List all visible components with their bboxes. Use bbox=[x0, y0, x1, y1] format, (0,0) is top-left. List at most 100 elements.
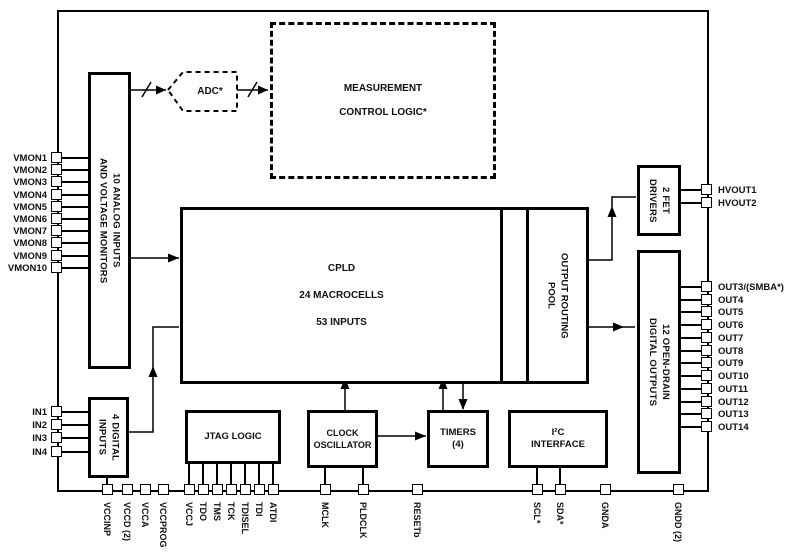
open-drain-outputs-label: 12 OPEN-DRAIN DIGITAL OUTPUTS bbox=[647, 317, 671, 407]
pin-label-vmon6: VMON6 bbox=[13, 214, 47, 225]
wire bbox=[675, 337, 701, 339]
pin-label-pldclk: PLDCLK bbox=[358, 502, 368, 539]
wire bbox=[675, 413, 701, 415]
pin-label-atdi: ATDI bbox=[268, 502, 278, 523]
wire bbox=[62, 437, 88, 439]
pin-label-in3: IN3 bbox=[32, 433, 47, 444]
pin-label-tms: TMS bbox=[212, 502, 222, 521]
output-routing-pool-label: OUTPUT ROUTING POOL bbox=[545, 252, 570, 339]
pin-label-in4: IN4 bbox=[32, 447, 47, 458]
pin-label-vccd: VCCD (2) bbox=[122, 502, 132, 542]
pin-label-out10: OUT10 bbox=[718, 371, 749, 382]
fet-drivers-label: 2 FET DRIVERS bbox=[647, 178, 671, 223]
cpld-orp-divider bbox=[500, 210, 503, 381]
wire bbox=[675, 401, 701, 403]
timers-label: TIMERS (4) bbox=[440, 427, 476, 450]
i2c-interface-label: I²C INTERFACE bbox=[531, 427, 585, 450]
pin-scl bbox=[532, 484, 543, 495]
wire bbox=[62, 451, 88, 453]
pin-label-out4: OUT4 bbox=[718, 295, 744, 306]
output-routing-pool-block: OUTPUT ROUTING POOL bbox=[529, 210, 586, 381]
pin-tms bbox=[212, 484, 223, 495]
cpld-label-line2: 24 MACROCELLS bbox=[299, 290, 384, 301]
bus-slash-1 bbox=[141, 81, 152, 98]
arrowhead bbox=[156, 85, 166, 95]
wire-orp-to-fet bbox=[583, 196, 636, 261]
pin-in2 bbox=[51, 419, 62, 430]
wire bbox=[536, 462, 538, 484]
pin-out9 bbox=[701, 357, 712, 368]
pin-pldclk bbox=[358, 484, 369, 495]
pin-label-vmon7: VMON7 bbox=[13, 226, 47, 237]
pin-in3 bbox=[51, 432, 62, 443]
pin-vmon3 bbox=[51, 176, 62, 187]
pin-label-out11: OUT11 bbox=[718, 384, 749, 395]
wire bbox=[675, 426, 701, 428]
timers-block: TIMERS (4) bbox=[427, 410, 489, 468]
wire bbox=[62, 181, 88, 183]
pin-hvout2 bbox=[701, 197, 712, 208]
pin-label-in1: IN1 bbox=[32, 407, 47, 418]
pin-vcca bbox=[140, 484, 151, 495]
pin-out13 bbox=[701, 408, 712, 419]
arrowhead bbox=[607, 206, 617, 217]
pin-label-resetb: RESETb bbox=[412, 502, 422, 538]
pin-label-hvout2: HVOUT2 bbox=[718, 198, 757, 209]
pin-label-out6: OUT6 bbox=[718, 320, 744, 331]
pin-label-out7: OUT7 bbox=[718, 333, 744, 344]
pin-out5 bbox=[701, 306, 712, 317]
pin-vccinp bbox=[102, 484, 113, 495]
pin-vmon1 bbox=[51, 152, 62, 163]
pin-label-out12: OUT12 bbox=[718, 397, 749, 408]
pin-in1 bbox=[51, 406, 62, 417]
digital-inputs-label: 4 DIGITAL INPUTS bbox=[96, 413, 121, 461]
digital-inputs-block: 4 DIGITAL INPUTS bbox=[88, 397, 129, 478]
pin-label-out13: OUT13 bbox=[718, 409, 749, 420]
wire bbox=[106, 472, 108, 484]
wire bbox=[62, 424, 88, 426]
wire bbox=[62, 267, 88, 269]
wire bbox=[202, 458, 204, 484]
wire bbox=[62, 230, 88, 232]
pin-out8 bbox=[701, 345, 712, 356]
pin-label-out8: OUT8 bbox=[718, 346, 744, 357]
arrowhead bbox=[415, 431, 426, 441]
pin-hvout1 bbox=[701, 184, 712, 195]
wire bbox=[675, 202, 701, 204]
pin-label-vmon8: VMON8 bbox=[13, 238, 47, 249]
pin-in4 bbox=[51, 446, 62, 457]
jtag-logic-block: JTAG LOGIC bbox=[185, 410, 281, 464]
pin-vccd bbox=[122, 484, 133, 495]
pin-gnda bbox=[600, 484, 611, 495]
pin-label-vmon1: VMON1 bbox=[13, 153, 47, 164]
pin-label-tdo: TDO bbox=[198, 502, 208, 521]
pin-sda bbox=[555, 484, 566, 495]
pin-out4 bbox=[701, 294, 712, 305]
adc-label: ADC* bbox=[197, 86, 223, 97]
wire bbox=[675, 324, 701, 326]
arrowhead bbox=[613, 322, 624, 332]
wire bbox=[272, 458, 274, 484]
pin-label-tdi: TDI bbox=[254, 502, 264, 517]
pin-label-out9: OUT9 bbox=[718, 358, 744, 369]
jtag-logic-label: JTAG LOGIC bbox=[204, 431, 262, 442]
pin-out10 bbox=[701, 370, 712, 381]
measurement-label-line2: CONTROL LOGIC* bbox=[339, 107, 427, 118]
arrowhead bbox=[258, 85, 268, 95]
analog-inputs-block: 10 ANALOG INPUTS AND VOLTAGE MONITORS bbox=[88, 72, 131, 369]
pin-label-tck: TCK bbox=[226, 502, 236, 521]
pin-vccj bbox=[184, 484, 195, 495]
pin-vmon9 bbox=[51, 250, 62, 261]
pin-vmon4 bbox=[51, 189, 62, 200]
pin-label-vmon5: VMON5 bbox=[13, 202, 47, 213]
pin-label-hvout1: HVOUT1 bbox=[718, 185, 757, 196]
open-drain-outputs-block: 12 OPEN-DRAIN DIGITAL OUTPUTS bbox=[637, 250, 681, 474]
pin-vmon7 bbox=[51, 225, 62, 236]
pin-label-vmon9: VMON9 bbox=[13, 251, 47, 262]
wire bbox=[675, 286, 701, 288]
pin-out7 bbox=[701, 332, 712, 343]
wire bbox=[62, 169, 88, 171]
wire bbox=[559, 462, 561, 484]
pin-out6 bbox=[701, 319, 712, 330]
